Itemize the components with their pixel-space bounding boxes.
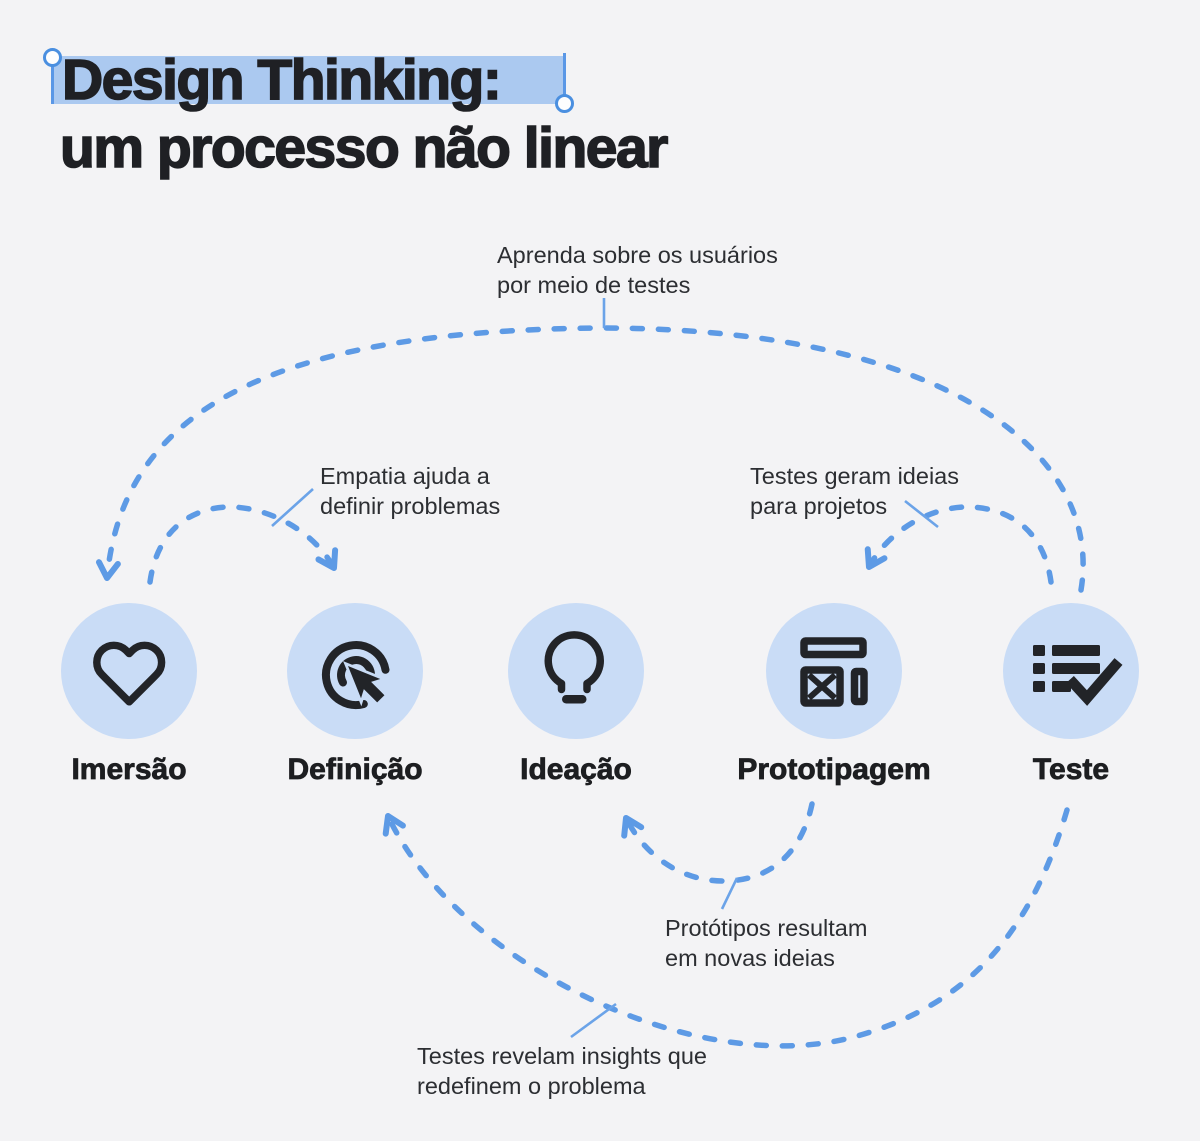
wireframe-icon	[800, 637, 868, 707]
page-title-line1: Design Thinking:	[61, 48, 502, 112]
click-target-icon	[321, 641, 390, 710]
stage-label-teste: Teste	[1032, 753, 1110, 787]
stage-circle-ideacao	[508, 603, 644, 739]
title-selection-highlight	[52, 56, 565, 104]
stage-label-prototipagem: Prototipagem	[737, 753, 931, 787]
selection-edge-right	[563, 53, 566, 97]
pointer-line-empatia	[271, 488, 314, 527]
checklist-icon	[1033, 645, 1123, 706]
annotation-prototipos: Protótipos resultam em novas ideias	[665, 915, 868, 971]
selection-handle-bottom-right	[555, 94, 574, 113]
stage-label-ideacao: Ideação	[520, 753, 633, 787]
annotation-testes-geram: Testes geram ideias para projetos	[750, 463, 959, 519]
stage-label-definicao: Definição	[287, 753, 423, 787]
annotation-testes-revelam: Testes revelam insights que redefinem o …	[417, 1043, 707, 1099]
selection-handle-top-left	[43, 48, 62, 67]
flow-arc-prototipagem-to-ideacao	[621, 801, 815, 884]
heart-icon	[93, 641, 166, 706]
pointer-line-prototipos	[720, 877, 739, 910]
page-title-line2: um processo não linear	[59, 116, 669, 180]
annotation-aprenda: Aprenda sobre os usuários por meio de te…	[497, 242, 778, 298]
flow-arc-imersao-to-definicao	[147, 504, 339, 585]
selection-edge-left	[51, 57, 54, 104]
annotation-empatia: Empatia ajuda a definir problemas	[320, 463, 501, 519]
stage-label-imersao: Imersão	[71, 753, 187, 787]
lightbulb-icon	[544, 631, 604, 704]
flow-arc-teste-to-definicao	[382, 807, 1070, 1049]
stage-circle-imersao	[61, 603, 197, 739]
flow-arc-teste-to-imersao	[95, 325, 1086, 593]
pointer-line-testes-revelam	[570, 1002, 617, 1039]
pointer-line-testes-geram	[904, 499, 939, 529]
